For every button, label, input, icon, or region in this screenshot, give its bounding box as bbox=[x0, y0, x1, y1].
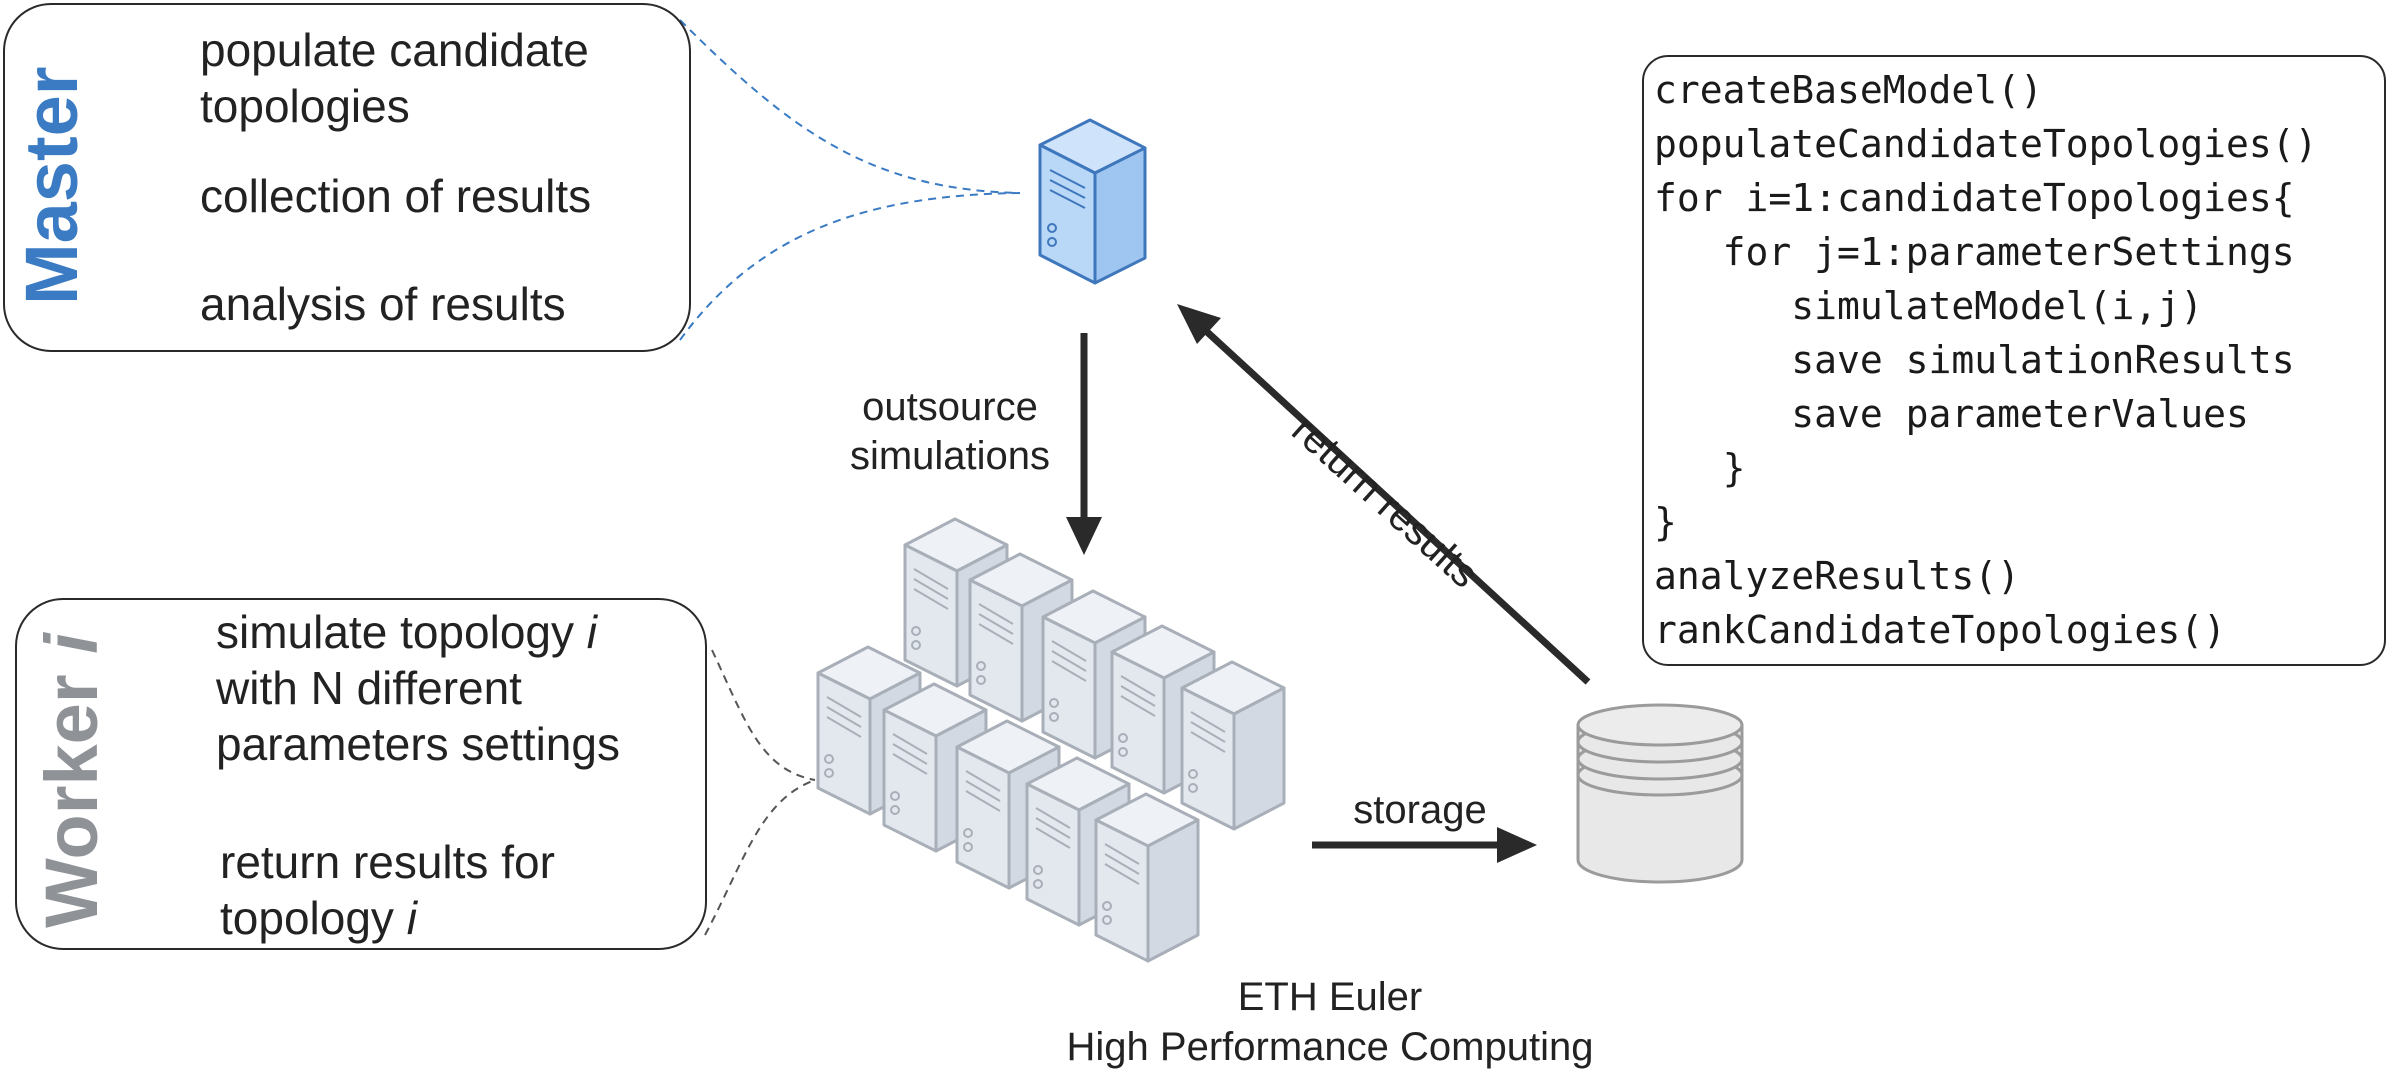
storage-database-icon bbox=[1576, 703, 1744, 884]
master-connector-top bbox=[679, 19, 1021, 194]
worker-task-simulate-line2: with N different bbox=[216, 662, 522, 714]
worker-title-word: Worker bbox=[30, 674, 113, 928]
worker-box bbox=[15, 598, 707, 950]
worker-task-simulate-line1: simulate topology i bbox=[216, 604, 597, 660]
code-line: save simulationResults bbox=[1654, 338, 2295, 382]
master-connector-bottom bbox=[679, 192, 1021, 341]
code-line: rankCandidateTopologies() bbox=[1654, 608, 2226, 652]
cluster-caption-line1: ETH Euler bbox=[1237, 975, 1423, 1019]
worker-task-return-line1: return results for bbox=[220, 836, 555, 888]
master-box bbox=[3, 3, 691, 352]
code-line: populateCandidateTopologies() bbox=[1654, 122, 2318, 166]
worker-title-var: i bbox=[30, 633, 113, 654]
storage-arrow bbox=[1312, 827, 1537, 863]
code-line: save parameterValues bbox=[1654, 392, 2249, 436]
code-line: } bbox=[1654, 500, 1677, 544]
master-title: Master bbox=[10, 66, 93, 305]
storage-label: storage bbox=[1353, 788, 1487, 832]
cluster-server-icon bbox=[1180, 660, 1286, 831]
master-server-icon bbox=[1038, 118, 1147, 285]
worker-title: Worker i bbox=[30, 633, 113, 928]
code-line: } bbox=[1654, 446, 1746, 490]
worker-connector-top bbox=[711, 649, 816, 781]
worker-task-simulate-text: simulate topology bbox=[216, 606, 587, 658]
outsource-label-line1: outsource bbox=[862, 385, 1038, 429]
cluster-server-icon bbox=[1094, 792, 1200, 963]
code-line: createBaseModel() bbox=[1654, 68, 2043, 112]
master-task-populate-cont: topologies bbox=[200, 80, 410, 132]
worker-task-simulate-line3: parameters settings bbox=[216, 718, 620, 770]
server-cluster-icon bbox=[816, 517, 1286, 963]
code-line: for j=1:parameterSettings bbox=[1654, 230, 2295, 274]
cluster-caption-line2: High Performance Computing bbox=[1066, 1025, 1594, 1069]
master-task-populate: populate candidate bbox=[200, 24, 589, 76]
worker-task-simulate-var: i bbox=[586, 606, 597, 658]
outsource-arrow bbox=[1066, 333, 1102, 555]
worker-connector-bottom bbox=[704, 779, 816, 936]
worker-task-return-var: i bbox=[406, 892, 417, 944]
code-line: simulateModel(i,j) bbox=[1654, 284, 2204, 328]
code-line: analyzeResults() bbox=[1654, 554, 2021, 598]
code-line: for i=1:candidateTopologies{ bbox=[1654, 176, 2295, 220]
master-task-analysis: analysis of results bbox=[200, 278, 566, 330]
return-arrow bbox=[1177, 304, 1591, 685]
worker-task-return-text: topology bbox=[220, 892, 407, 944]
outsource-label-line2: simulations bbox=[849, 434, 1051, 478]
pseudocode-box bbox=[1642, 55, 2386, 666]
worker-task-return-line2: topology i bbox=[220, 890, 417, 946]
master-task-collection: collection of results bbox=[200, 170, 592, 222]
